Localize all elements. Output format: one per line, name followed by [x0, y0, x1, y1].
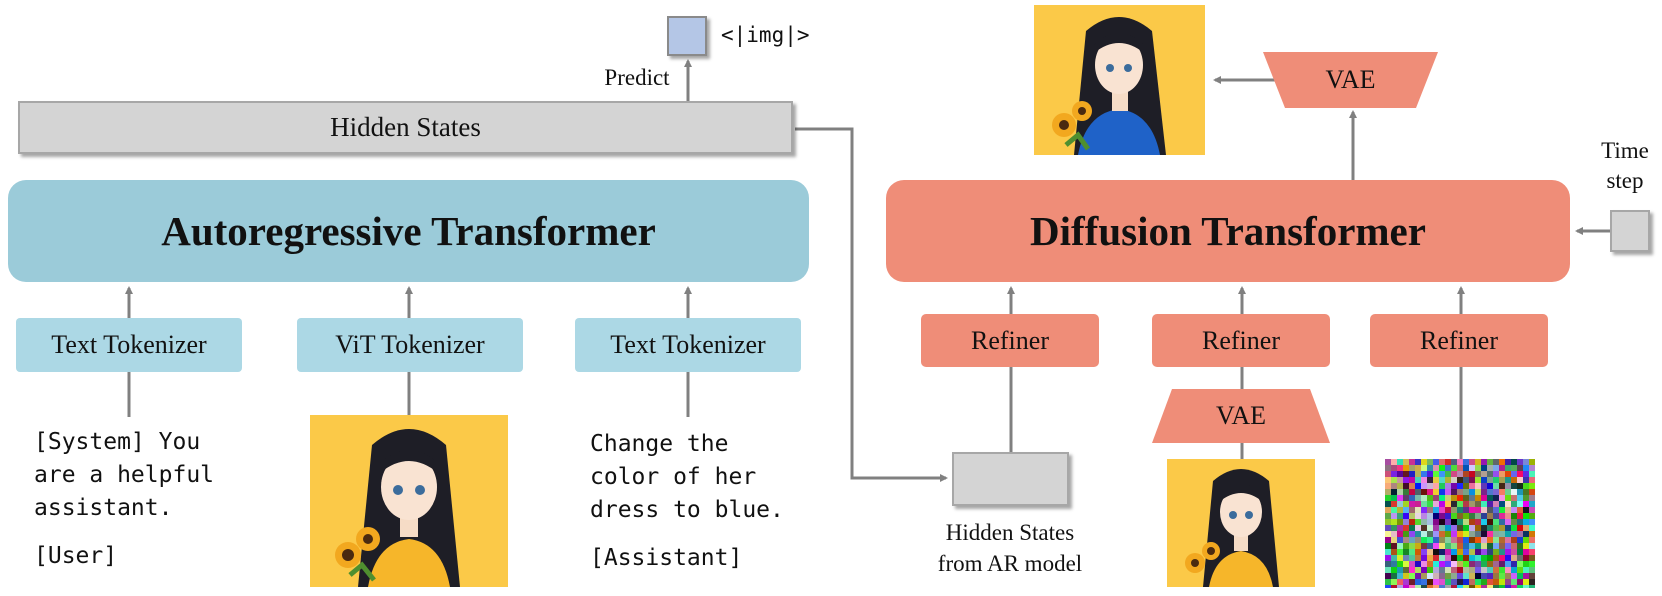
- assistant-tag: [Assistant]: [590, 545, 743, 571]
- vit-tokenizer: [297, 318, 523, 372]
- vae-input-image-girl-yellow-dress: [1167, 459, 1315, 587]
- img-token-square: [667, 16, 707, 56]
- refiner-2: [1152, 314, 1330, 367]
- vae-encoder-label: VAE: [1215, 401, 1267, 430]
- diffusion-transformer-block: [886, 180, 1570, 282]
- time-step-label: Time step: [1601, 138, 1649, 193]
- refiner-1-label: Refiner: [971, 325, 1049, 355]
- instruction-text: Change the color of her dress to blue.: [590, 431, 784, 523]
- text-tokenizer-2-label: Text Tokenizer: [610, 330, 766, 359]
- text-tokenizer-1-label: Text Tokenizer: [51, 330, 207, 359]
- img-token-label: <|img|>: [721, 23, 810, 47]
- noise-latent: [1385, 459, 1535, 588]
- user-tag: [User]: [34, 543, 118, 569]
- refiner-3: [1370, 314, 1548, 367]
- hidden-states-bar: [18, 101, 793, 154]
- text-tokenizer-2: [575, 318, 801, 372]
- hidden-states-from-ar-box: [952, 452, 1069, 506]
- autoregressive-transformer-block: [8, 180, 809, 282]
- diffusion-transformer-label: Diffusion Transformer: [1030, 208, 1426, 254]
- predict-label: Predict: [604, 65, 670, 90]
- autoregressive-transformer-label: Autoregressive Transformer: [161, 208, 656, 254]
- vit-tokenizer-label: ViT Tokenizer: [335, 330, 485, 359]
- hidden-states-label: Hidden States: [330, 112, 481, 142]
- text-tokenizer-1: [16, 318, 242, 372]
- vae-decoder-label: VAE: [1325, 65, 1376, 94]
- edited-image-girl-blue-dress: [1034, 5, 1205, 155]
- system-prompt-text: [System] You are a helpful assistant.: [34, 429, 215, 521]
- vae-encoder-shape: [1152, 389, 1330, 443]
- refiner-1: [921, 314, 1099, 367]
- refiner-2-label: Refiner: [1202, 325, 1280, 355]
- time-step-square: [1610, 210, 1650, 252]
- input-image-girl-yellow-dress: [310, 415, 508, 587]
- refiner-3-label: Refiner: [1420, 325, 1498, 355]
- vae-decoder-shape: [1263, 52, 1438, 108]
- hidden-states-from-ar-label: Hidden States from AR model: [937, 520, 1083, 576]
